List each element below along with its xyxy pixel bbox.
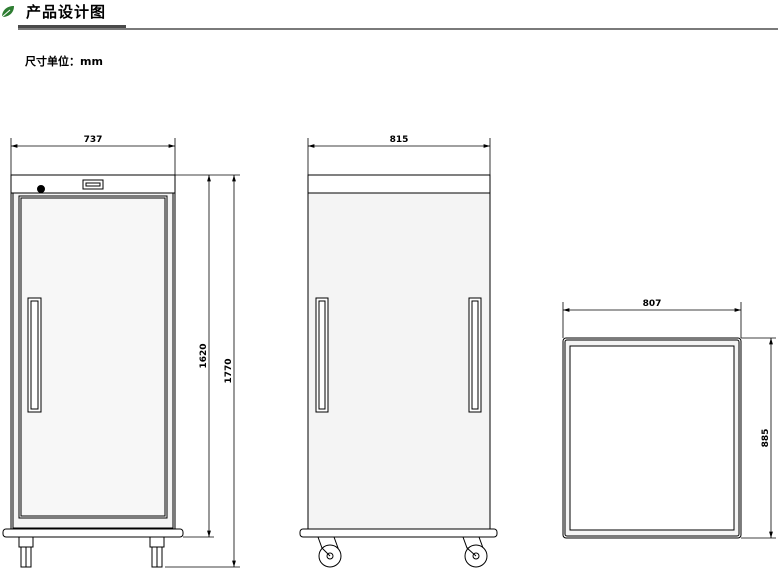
header-divider [18, 28, 778, 30]
side-caster-right [462, 536, 488, 568]
side-view [299, 174, 498, 568]
top-depth-label: 885 [761, 429, 771, 448]
page-header: 产品设计图 [0, 0, 778, 34]
front-caster-right [149, 536, 165, 568]
side-cabinet [307, 192, 491, 531]
front-body-height-dimension [175, 174, 214, 538]
top-depth-dimension [741, 337, 776, 539]
front-body-height-label: 1620 [199, 343, 209, 368]
unit-label: 尺寸单位： [25, 55, 80, 68]
front-base [2, 528, 184, 538]
front-display-window [82, 179, 104, 190]
header-accent-bar [18, 25, 126, 28]
side-caster-left [317, 536, 342, 568]
front-door [18, 195, 168, 519]
leaf-icon [1, 6, 14, 18]
front-caster-left [18, 536, 34, 568]
front-view [2, 174, 184, 568]
front-door-handle [27, 297, 42, 413]
unit-note: 尺寸单位：mm [25, 53, 103, 69]
top-inner-panel [569, 345, 735, 531]
front-power-knob [37, 185, 45, 193]
side-width-label: 815 [390, 135, 409, 145]
side-base [299, 528, 498, 538]
top-view [562, 337, 742, 539]
front-total-height-dimension [165, 174, 240, 568]
front-total-height-label: 1770 [224, 358, 234, 383]
front-width-dimension [10, 138, 176, 175]
front-width-label: 737 [84, 135, 103, 145]
side-handle-left [315, 297, 329, 413]
page-title: 产品设计图 [26, 3, 107, 21]
side-top-panel [307, 174, 491, 194]
unit-value: mm [80, 55, 103, 68]
front-top-panel [10, 174, 176, 194]
side-handle-right [468, 297, 482, 413]
top-width-dimension [562, 302, 742, 338]
top-width-label: 807 [643, 299, 662, 309]
side-width-dimension [307, 138, 491, 175]
